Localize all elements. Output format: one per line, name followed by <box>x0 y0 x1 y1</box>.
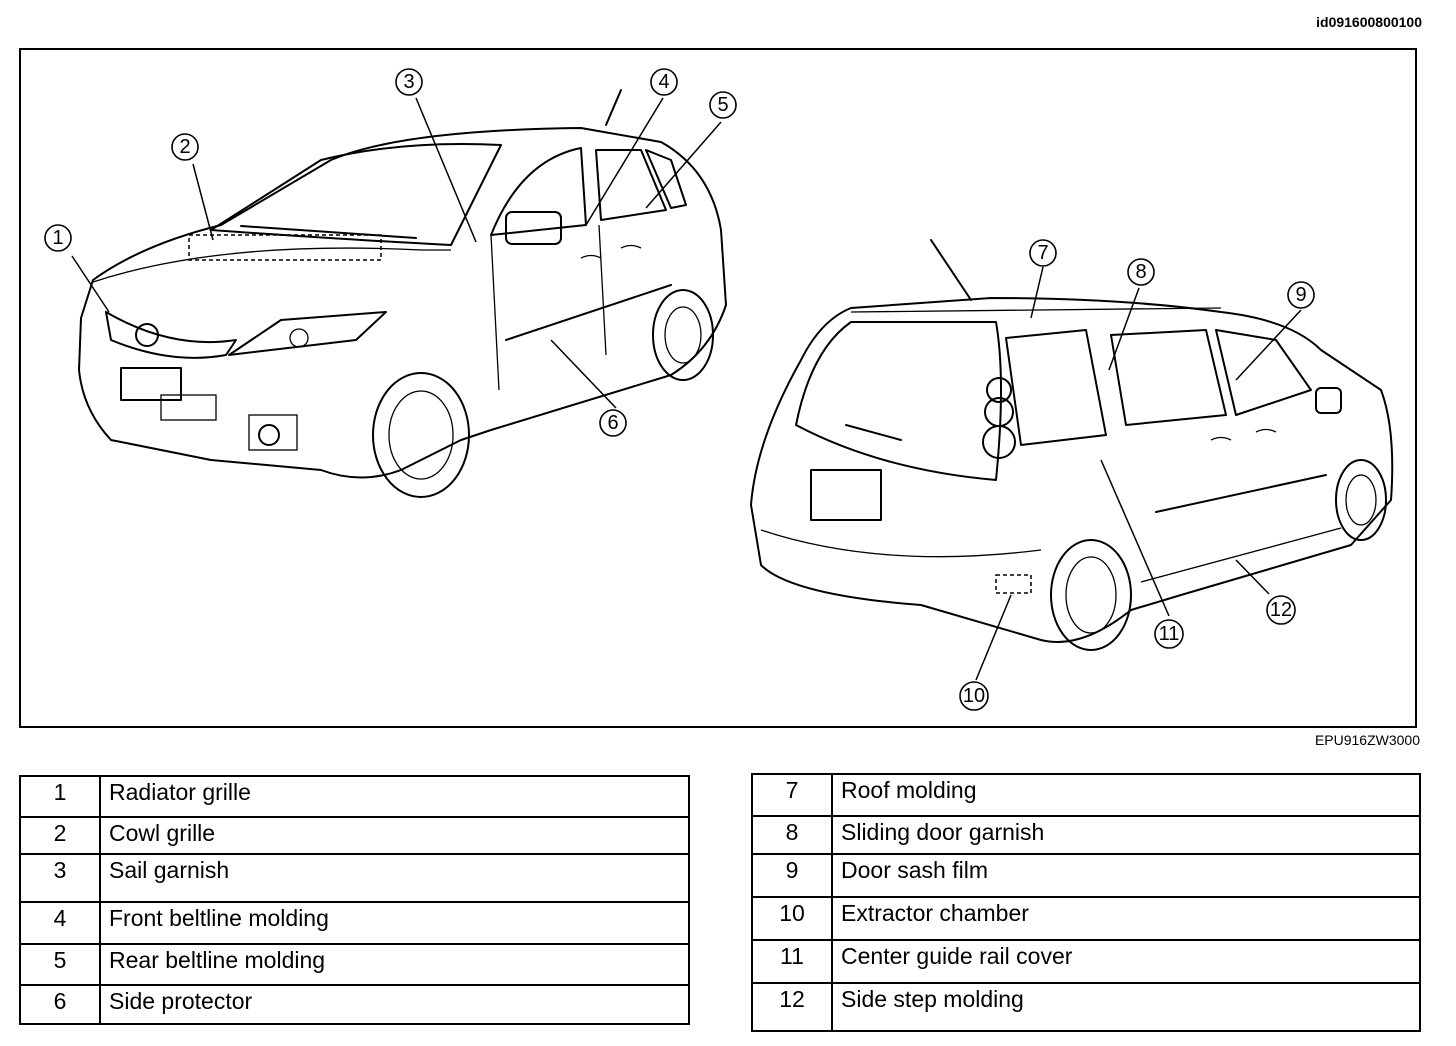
callout-6: 6 <box>599 409 627 437</box>
item-label: Cowl grille <box>99 816 690 855</box>
figure-frame: 1 2 3 4 5 6 7 8 9 10 11 12 <box>19 48 1417 728</box>
item-label: Radiator grille <box>99 775 690 818</box>
callout-7: 7 <box>1029 239 1057 267</box>
table-row: 5 Rear beltline molding <box>19 943 690 986</box>
svg-text:5: 5 <box>717 94 728 116</box>
table-row: 8 Sliding door garnish <box>751 815 1421 855</box>
item-number: 6 <box>19 984 101 1025</box>
item-label: Extractor chamber <box>831 896 1421 941</box>
callout-8: 8 <box>1127 258 1155 286</box>
callout-1: 1 <box>44 224 72 252</box>
item-number: 8 <box>751 815 833 855</box>
svg-text:9: 9 <box>1295 284 1306 306</box>
svg-text:7: 7 <box>1037 242 1048 264</box>
item-number: 2 <box>19 816 101 855</box>
item-label: Sail garnish <box>99 853 690 903</box>
item-number: 7 <box>751 773 833 817</box>
callout-12: 12 <box>1266 595 1296 625</box>
svg-text:3: 3 <box>403 71 414 93</box>
table-row: 9 Door sash film <box>751 853 1421 898</box>
item-number: 5 <box>19 943 101 986</box>
item-number: 4 <box>19 901 101 945</box>
item-label: Side protector <box>99 984 690 1025</box>
legend-table-right: 7 Roof molding 8 Sliding door garnish 9 … <box>751 773 1421 1032</box>
svg-text:8: 8 <box>1135 261 1146 283</box>
table-row: 4 Front beltline molding <box>19 901 690 945</box>
item-label: Sliding door garnish <box>831 815 1421 855</box>
document-id: id091600800100 <box>1316 14 1422 30</box>
item-label: Center guide rail cover <box>831 939 1421 984</box>
callout-4: 4 <box>650 68 678 96</box>
leader-lines <box>71 97 1302 681</box>
svg-text:2: 2 <box>179 136 190 158</box>
item-number: 3 <box>19 853 101 903</box>
item-number: 11 <box>751 939 833 984</box>
table-row: 7 Roof molding <box>751 773 1421 817</box>
item-label: Roof molding <box>831 773 1421 817</box>
callout-5: 5 <box>709 91 737 119</box>
callout-11: 11 <box>1154 619 1184 649</box>
exterior-trim-diagram: 1 2 3 4 5 6 7 8 9 10 11 12 <box>44 68 1394 711</box>
item-label: Door sash film <box>831 853 1421 898</box>
table-row: 3 Sail garnish <box>19 853 690 903</box>
item-number: 12 <box>751 982 833 1032</box>
item-number: 10 <box>751 896 833 941</box>
table-row: 12 Side step molding <box>751 982 1421 1032</box>
item-label: Side step molding <box>831 982 1421 1032</box>
table-row: 1 Radiator grille <box>19 775 690 818</box>
svg-text:11: 11 <box>1159 623 1180 645</box>
callout-9: 9 <box>1287 281 1315 309</box>
svg-text:1: 1 <box>52 227 63 249</box>
callout-3: 3 <box>395 68 423 96</box>
extractor-chamber-outline <box>995 574 1032 594</box>
callout-10: 10 <box>959 681 989 711</box>
item-label: Front beltline molding <box>99 901 690 945</box>
rear-car-illustration <box>750 239 1394 651</box>
table-row: 6 Side protector <box>19 984 690 1025</box>
cowl-grille-outline <box>188 234 382 261</box>
table-row: 11 Center guide rail cover <box>751 939 1421 984</box>
table-row: 10 Extractor chamber <box>751 896 1421 941</box>
figure-code: EPU916ZW3000 <box>1314 732 1420 748</box>
svg-text:10: 10 <box>963 685 985 707</box>
item-number: 9 <box>751 853 833 898</box>
item-number: 1 <box>19 775 101 818</box>
svg-text:4: 4 <box>658 71 669 93</box>
svg-text:12: 12 <box>1270 599 1292 621</box>
callout-2: 2 <box>171 133 199 161</box>
legend-table-left: 1 Radiator grille 2 Cowl grille 3 Sail g… <box>19 775 690 1025</box>
svg-text:6: 6 <box>607 412 618 434</box>
item-label: Rear beltline molding <box>99 943 690 986</box>
table-row: 2 Cowl grille <box>19 816 690 855</box>
